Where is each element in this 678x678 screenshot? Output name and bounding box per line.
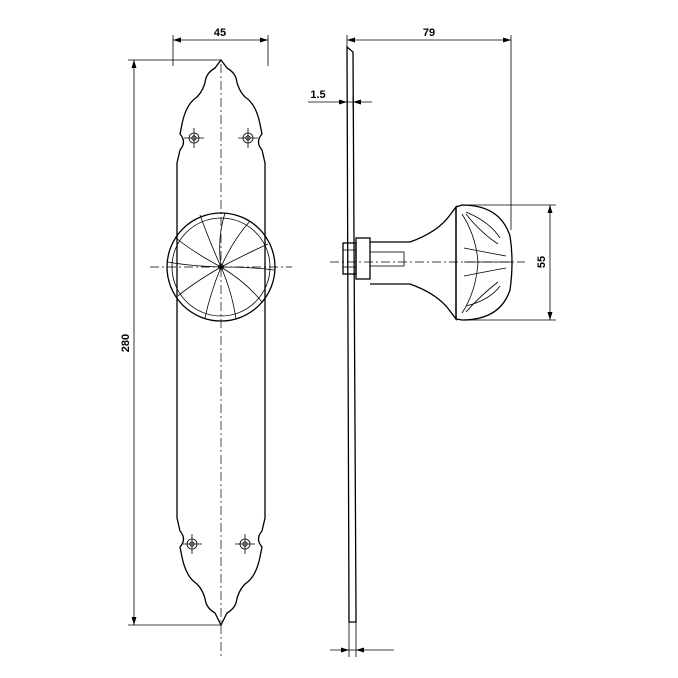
side-view: 1.5 79 55 — [308, 27, 556, 657]
projection-label: 79 — [423, 27, 435, 39]
knob-rosette-front — [166, 212, 276, 322]
height-dimension: 280 — [120, 59, 221, 626]
plate-side-profile — [346, 45, 357, 623]
knob-diameter-dimension: 55 — [462, 204, 556, 321]
knob-side — [455, 204, 513, 321]
knob-neck — [370, 205, 457, 321]
plate-thickness-label: 1.5 — [310, 89, 325, 101]
screw-hole-bottom-left — [182, 534, 202, 554]
plate-height-label: 280 — [120, 334, 132, 352]
screw-hole-top-right — [238, 128, 258, 148]
thickness-dimension-top: 1.5 — [308, 89, 372, 108]
spindle — [342, 237, 405, 280]
screw-hole-top-left — [184, 128, 204, 148]
width-dimension: 45 — [172, 27, 269, 66]
screw-hole-bottom-right — [235, 534, 255, 554]
front-view: 45 280 — [120, 27, 292, 657]
thickness-dimension-bottom — [330, 622, 394, 657]
projection-dimension: 79 — [346, 27, 512, 230]
plate-width-label: 45 — [214, 27, 226, 39]
knob-diameter-label: 55 — [536, 256, 548, 268]
